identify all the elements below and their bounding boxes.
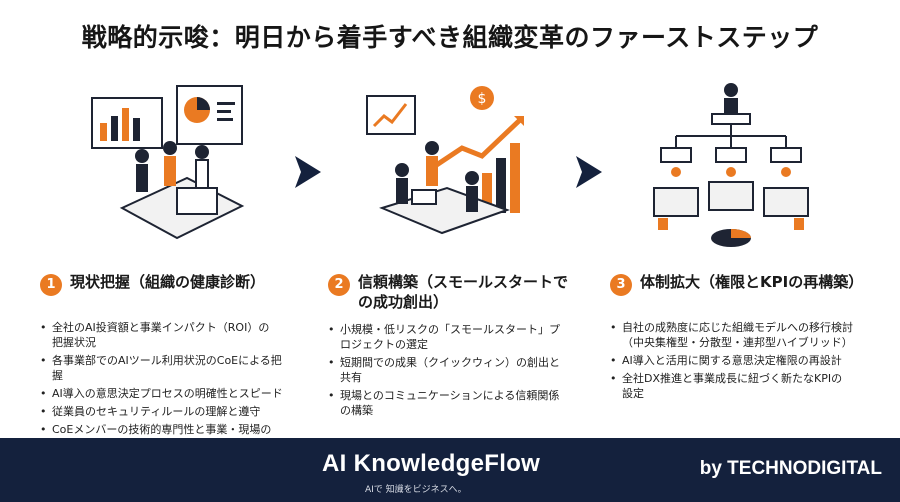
bullet-list: 自社の成熟度に応じた組織モデルへの移行検討（中央集権型・分散型・連邦型ハイブリッ…	[610, 320, 878, 401]
step-1: 1 現状把握（組織の健康診断） 全社のAI投資額と事業インパクト（ROI）の把握…	[40, 272, 290, 455]
brand-logo: AI KnowledgeFlow	[322, 450, 541, 477]
svg-text:$: $	[478, 91, 487, 107]
list-item: 従業員のセキュリティルールの理解と遵守	[40, 404, 290, 419]
step-2: 2 信頼構築（スモールスタートでの成功創出） 小規模・低リスクの「スモールスター…	[328, 272, 578, 421]
company-byline: by TECHNODIGITAL	[699, 458, 882, 479]
step-number: 2	[328, 274, 350, 296]
step-heading: 現状把握（組織の健康診断）	[70, 273, 266, 291]
list-item: 現場とのコミュニケーションによる信頼関係の構築	[328, 388, 568, 418]
list-item: AI導入の意思決定プロセスの明確性とスピード	[40, 386, 290, 401]
org-chart-hierarchy-illustration	[646, 78, 816, 256]
list-item: AI導入と活用に関する意思決定権限の再設計	[610, 353, 872, 368]
list-item: 短期間での成果（クイックウィン）の創出と共有	[328, 355, 568, 385]
list-item: 小規模・低リスクの「スモールスタート」プロジェクトの選定	[328, 322, 568, 352]
step-heading: 体制拡大（権限とKPIの再構築）	[640, 273, 864, 291]
step-number: 3	[610, 274, 632, 296]
arrow-right-icon	[572, 150, 608, 194]
step-heading: 信頼構築（スモールスタートでの成功創出）	[358, 273, 569, 311]
list-item: 各事業部でのAIツール利用状況のCoEによる把握	[40, 353, 290, 383]
brand-tagline: AIで 知識をビジネスへ。	[365, 485, 467, 495]
list-item: 自社の成熟度に応じた組織モデルへの移行検討（中央集権型・分散型・連邦型ハイブリッ…	[610, 320, 872, 350]
team-meeting-growth-chart-illustration: $	[362, 78, 532, 256]
arrow-right-icon	[291, 150, 327, 194]
list-item: 全社DX推進と事業成長に紐づく新たなKPIの設定	[610, 371, 850, 401]
bullet-list: 小規模・低リスクの「スモールスタート」プロジェクトの選定 短期間での成果（クイッ…	[328, 322, 578, 418]
page-title: 戦略的示唆：明日から着手すべき組織変革のファーストステップ	[81, 23, 819, 52]
bullet-list: 全社のAI投資額と事業インパクト（ROI）の把握状況 各事業部でのAIツール利用…	[40, 320, 290, 452]
team-analyzing-dashboard-illustration	[82, 78, 252, 256]
step-number: 1	[40, 274, 62, 296]
list-item: 全社のAI投資額と事業インパクト（ROI）の把握状況	[40, 320, 280, 350]
footer-bar: AI KnowledgeFlow AIで 知識をビジネスへ。 by TECHNO…	[0, 438, 900, 502]
step-3: 3 体制拡大（権限とKPIの再構築） 自社の成熟度に応じた組織モデルへの移行検討…	[610, 272, 878, 404]
